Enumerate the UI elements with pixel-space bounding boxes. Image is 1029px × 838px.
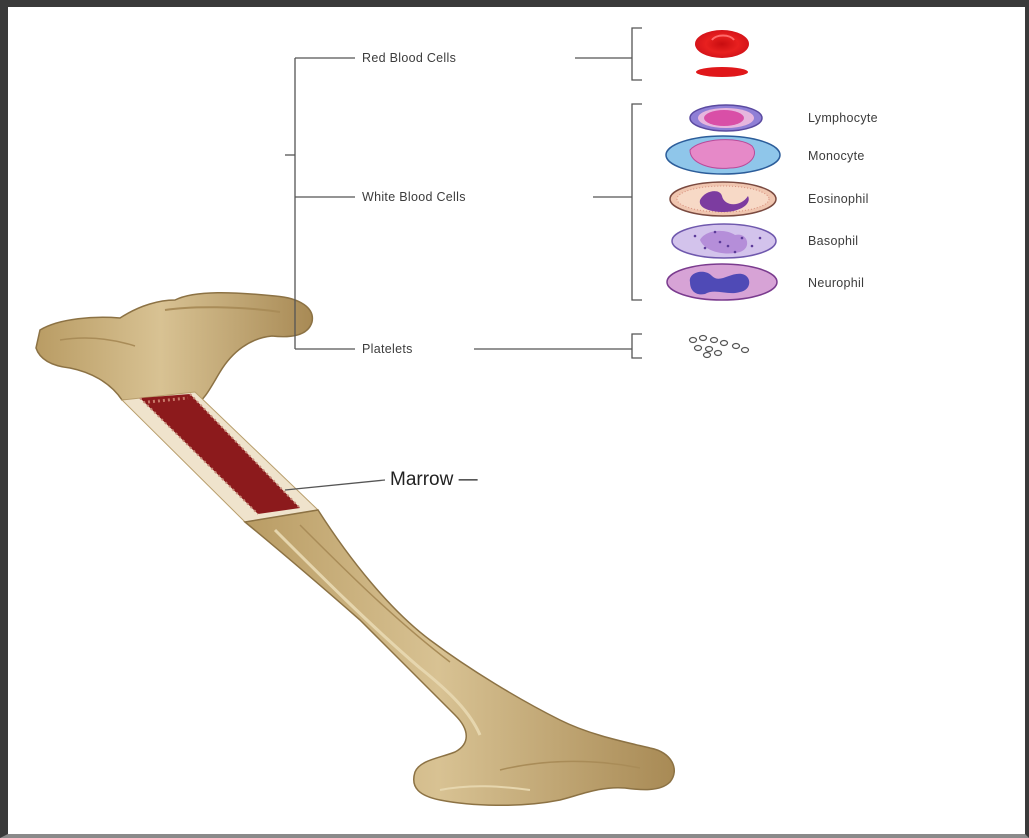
label-basophil: Basophil [808,234,858,248]
marrow-pointer-line [285,480,385,490]
label-neutrophil: Neurophil [808,276,864,290]
basophil-icon [672,224,776,258]
label-white-blood-cells: White Blood Cells [362,190,466,204]
monocyte-icon [666,136,780,174]
femur-bone [36,293,674,806]
label-red-blood-cells: Red Blood Cells [362,51,456,65]
lymphocyte-icon [690,105,762,131]
red-blood-cell-icon [695,30,749,77]
label-lymphocyte: Lymphocyte [808,111,878,125]
label-platelets: Platelets [362,342,413,356]
label-marrow: Marrow — [390,469,478,490]
label-monocyte: Monocyte [808,149,865,163]
eosinophil-icon [670,182,776,216]
label-eosinophil: Eosinophil [808,192,869,206]
neutrophil-icon [667,264,777,300]
platelets-icon [690,336,749,358]
